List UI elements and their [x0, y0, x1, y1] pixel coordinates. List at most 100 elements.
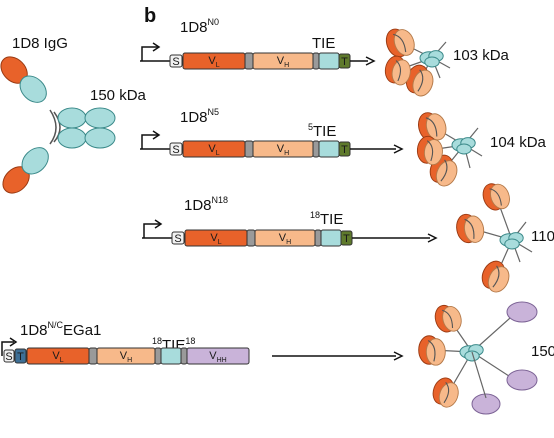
vhh-unit	[456, 213, 485, 244]
linker-spoke	[471, 351, 487, 399]
construct-name: 1D8N18	[184, 195, 228, 214]
igg-name: 1D8 IgG	[12, 35, 68, 52]
linker-loop	[464, 218, 475, 239]
trimer-product-icon	[416, 112, 483, 187]
construct-row-n5: 1D8N5 5TIE S VL VH T 104 kDa	[140, 107, 547, 187]
gene-construct: S VL VH T	[140, 130, 404, 158]
vhh-unit	[418, 112, 447, 142]
linker-box	[244, 52, 254, 70]
tie-domain-box	[318, 52, 340, 70]
linker-box	[246, 229, 256, 247]
trimer-product-icon	[456, 183, 533, 293]
vhh-unit	[416, 135, 443, 166]
igg-mass: 150 kDa	[90, 87, 147, 104]
fc-domain	[57, 107, 87, 129]
signal-peptide-box	[3, 349, 15, 363]
vhh-lobe	[471, 393, 501, 415]
igg-group: 1D8 IgG 150 kDa	[0, 35, 147, 194]
promoter-arrow	[143, 223, 160, 238]
product-mass: 150	[531, 343, 554, 360]
vh-domain-label: VH	[279, 232, 291, 246]
domain-label: TIE	[312, 35, 335, 52]
trimer-product-icon	[384, 28, 451, 97]
vl-domain-label: VL	[208, 143, 219, 157]
fc-domain	[84, 107, 116, 129]
promoter-arrow-head	[152, 42, 161, 52]
construct-name: 1D8N5	[180, 107, 219, 126]
linker-box	[180, 347, 188, 365]
constant-domain	[21, 147, 49, 175]
vhh-unit	[405, 64, 434, 97]
fab-arm	[2, 147, 49, 194]
linker-loop	[417, 69, 424, 92]
linker-loop	[393, 33, 407, 53]
trimer-domain-label: T	[341, 144, 348, 156]
linker-loop	[440, 159, 448, 182]
vhh-domain-box	[186, 347, 250, 365]
linker-box	[88, 347, 98, 365]
linker-box	[314, 229, 322, 247]
linker-loop	[425, 117, 438, 137]
fc-domain	[57, 127, 87, 149]
vhh-domain-label: VHH	[209, 350, 226, 364]
promoter-arrow-head	[9, 337, 18, 347]
linker-loop	[443, 381, 450, 404]
vl-domain-label: VL	[210, 232, 221, 246]
hinge	[49, 109, 61, 145]
vhh-lobe	[506, 301, 538, 323]
vhh-unit	[434, 304, 462, 333]
trimer-domain-label: T	[341, 56, 348, 68]
tie-core-lobe	[456, 143, 472, 155]
domain-label: 5TIE	[308, 122, 336, 140]
vh-domain-label: VH	[277, 143, 289, 157]
promoter-arrow	[141, 134, 158, 149]
linker-loop	[427, 340, 436, 362]
tie-core-lobe	[464, 350, 480, 362]
promoter-arrow	[141, 46, 158, 61]
vl-domain-label: VL	[208, 55, 219, 69]
signal-peptide-label: S	[5, 351, 12, 363]
fab-arm	[0, 56, 47, 103]
linker-loop	[492, 265, 500, 288]
linker-loop	[442, 309, 454, 328]
linker-loop	[489, 188, 502, 206]
arrow-head	[427, 233, 438, 243]
domain-label: 18TIE	[310, 210, 343, 228]
vh-lobe	[438, 382, 459, 408]
product-mass: 103 kDa	[453, 47, 510, 64]
trimer-product-icon	[418, 301, 538, 415]
promoter-arrow-head	[154, 219, 163, 229]
panel-b-letter: b	[144, 5, 156, 27]
tie-core-lobe	[504, 238, 520, 250]
tie-domain-box	[160, 347, 182, 365]
linker-loop	[426, 140, 434, 162]
vhh-unit	[481, 260, 510, 293]
vhh-unit	[482, 183, 510, 211]
vh-lobe	[425, 338, 446, 366]
arrow-head	[365, 56, 376, 66]
tie-domain-box	[318, 140, 340, 158]
trimer-domain-label: T	[17, 351, 24, 363]
vhh-unit	[418, 335, 446, 366]
product-mass: 104 kDa	[490, 134, 547, 151]
igg-icon	[0, 56, 116, 194]
signal-peptide-box	[171, 231, 185, 245]
vhh-lobe	[506, 369, 538, 391]
promoter-arrow-head	[152, 130, 161, 140]
vhh-unit	[432, 377, 459, 408]
tie-core-lobe	[424, 56, 440, 68]
construct-name: 1D8N/CEGa1	[20, 320, 101, 339]
signal-peptide-label: S	[172, 144, 179, 156]
linker-box	[154, 347, 162, 365]
constant-domain	[19, 75, 47, 103]
trimer-domain-box	[14, 348, 27, 364]
tie-domain-box	[320, 229, 342, 247]
vh-lobe	[412, 69, 434, 97]
signal-peptide-box	[169, 54, 183, 68]
